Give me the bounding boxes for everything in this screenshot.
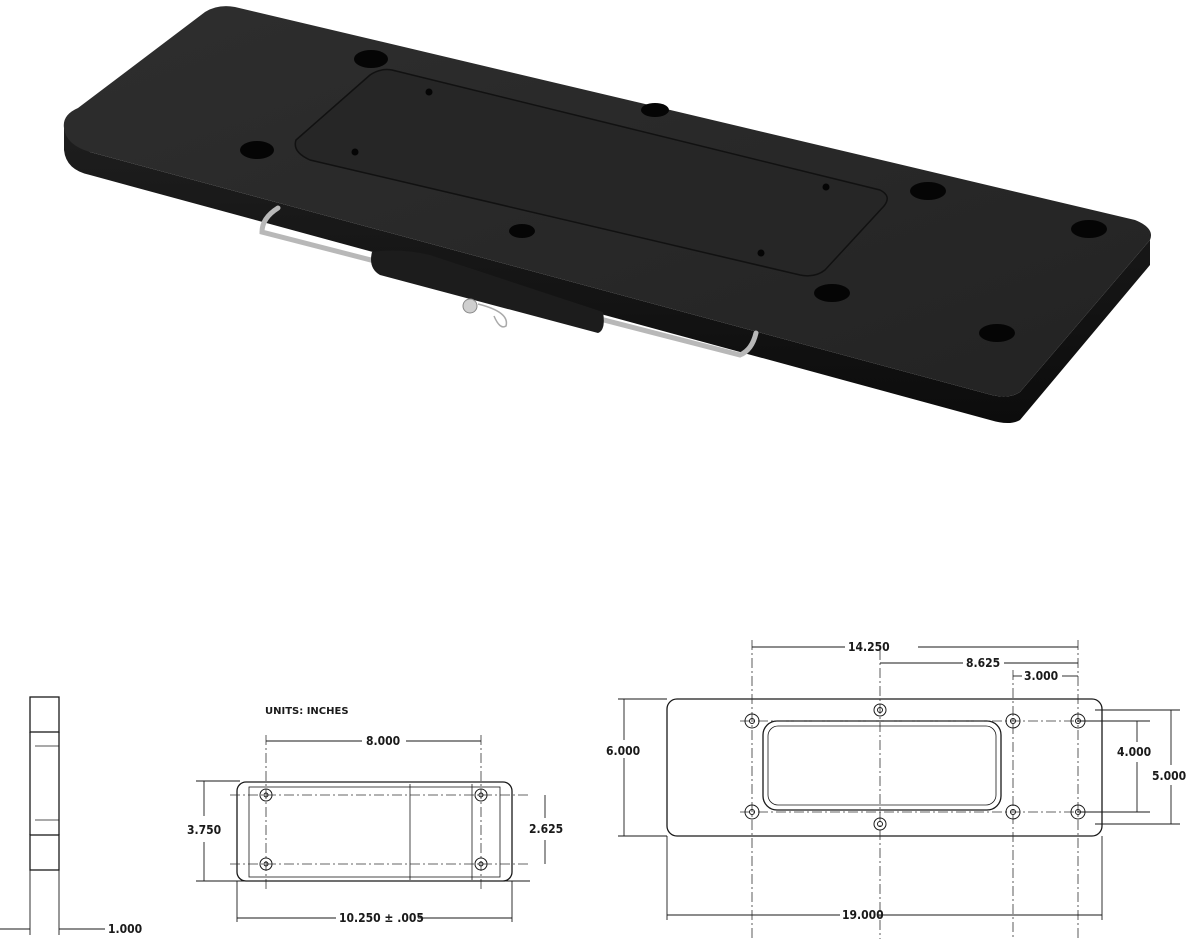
hole-icon [509, 224, 535, 238]
small-hole-icon [425, 88, 433, 96]
hole-icon [1071, 220, 1107, 238]
small-plate-holes [259, 788, 488, 871]
center-to-right-dimension: 8.625 [966, 656, 1000, 670]
hole-icon [910, 182, 946, 200]
lock-pin-icon [462, 298, 478, 314]
mounting-holes [240, 50, 1107, 342]
hole-icon [979, 324, 1015, 342]
outer-hole-span-dimension: 14.250 [848, 640, 890, 654]
inset-plate [294, 68, 888, 277]
cotter-clip-icon [477, 303, 508, 328]
units-label: UNITS: INCHES [265, 706, 349, 717]
small-hole-icon [757, 249, 765, 257]
thickness-dimension: 1.000 [108, 922, 142, 936]
large-plate-holes [744, 703, 1086, 831]
hole-icon [240, 141, 274, 159]
latch-handle [371, 250, 604, 333]
hole-icon [641, 103, 669, 117]
outer-hole-spacing-y-dimension: 5.000 [1152, 769, 1186, 783]
length-dimension: 10.250 ± .005 [339, 911, 424, 925]
small-hole-icon [822, 183, 830, 191]
hole-spacing-x-dimension: 8.000 [366, 734, 400, 748]
hole-spacing-y-dimension: 2.625 [529, 822, 563, 836]
height-dimension: 3.750 [187, 823, 221, 837]
hole-icon [814, 284, 850, 302]
right-hole-spacing-dimension: 3.000 [1024, 669, 1058, 683]
inner-hole-spacing-y-dimension: 4.000 [1117, 745, 1151, 759]
side-section-view: 1.000 [0, 696, 142, 936]
small-hole-icon [351, 148, 359, 156]
plate-height-dimension: 6.000 [606, 744, 640, 758]
plate-side-face [64, 128, 1150, 423]
hole-icon [354, 50, 388, 68]
product-photo [63, 6, 1151, 423]
large-plate-view: 14.250 8.625 3.000 6.000 4.000 5.000 19.… [606, 640, 1186, 939]
small-plate-view: UNITS: INCHES 8.000 3.750 2.625 [187, 706, 563, 925]
plate-length-dimension: 19.000 [842, 908, 884, 922]
